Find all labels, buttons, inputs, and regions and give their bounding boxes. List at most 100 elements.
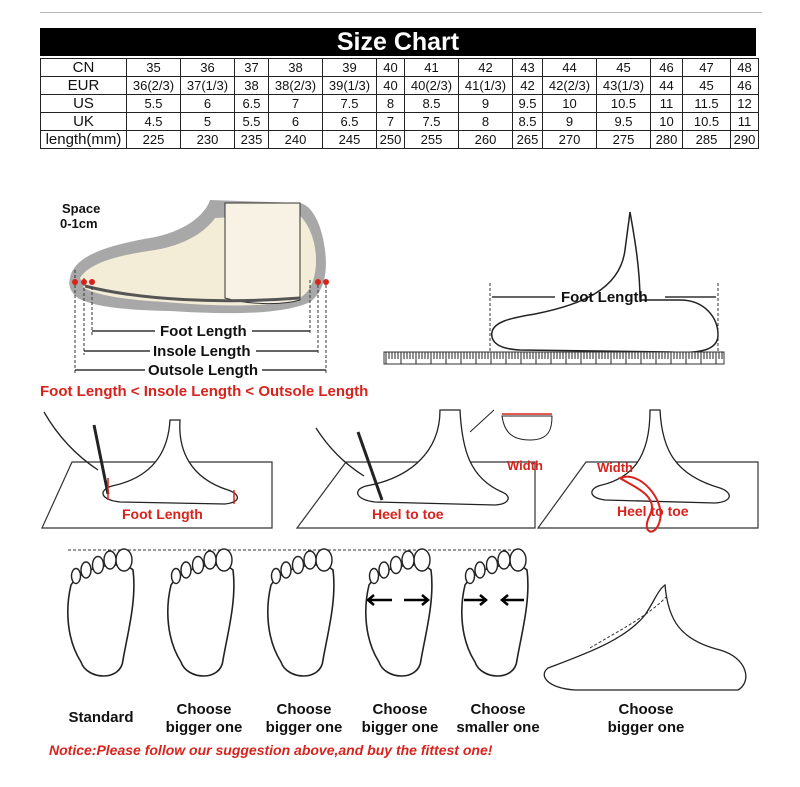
size-cell: 270 <box>542 130 597 149</box>
toe-zoom <box>501 415 553 441</box>
foot-length-label: Foot Length <box>160 323 247 340</box>
size-cell: 7.5 <box>322 94 377 113</box>
top-divider <box>40 12 762 13</box>
size-cell: 4.5 <box>126 112 181 131</box>
size-cell: 230 <box>180 130 235 149</box>
foot-1 <box>102 419 239 505</box>
foot-caption-0: Standard <box>68 709 134 726</box>
pen-2 <box>356 431 384 501</box>
measure-scene-3 <box>536 409 759 533</box>
size-cell: 38 <box>268 58 323 77</box>
toe-4-2 <box>485 555 499 575</box>
toe-0-3 <box>80 561 92 579</box>
foot-3 <box>591 409 730 504</box>
heel-to-toe2-red: Heel to toe <box>617 503 689 519</box>
shoe-diagram <box>69 200 329 375</box>
measure-scene-1 <box>41 411 273 529</box>
size-cell: 240 <box>268 130 323 149</box>
toe-1-1 <box>203 550 217 570</box>
toe-3-0 <box>413 548 431 572</box>
width2-red: Width <box>597 460 633 475</box>
foot-shapes <box>67 548 529 677</box>
heel-dot-2 <box>323 279 329 285</box>
measure-scene-2 <box>295 409 553 529</box>
size-cell: 10.5 <box>682 112 731 131</box>
hand-2 <box>315 427 365 477</box>
size-cell: 8.5 <box>512 112 543 131</box>
size-cell: 43(1/3) <box>596 76 651 95</box>
side-foot-length-label: Foot Length <box>561 289 648 306</box>
pen-1 <box>92 424 110 495</box>
foot-2 <box>357 409 509 506</box>
insole-length-label: Insole Length <box>153 343 251 360</box>
row-label: CN <box>40 58 127 77</box>
instep-line <box>589 594 669 649</box>
size-cell: 9.5 <box>512 94 543 113</box>
heel-to-toe-red: Heel to toe <box>372 506 444 522</box>
size-cell: 40 <box>376 76 405 95</box>
toe-1-3 <box>180 561 192 579</box>
toe-4-3 <box>474 561 486 579</box>
row-label: UK <box>40 112 127 131</box>
space-label: Space <box>62 201 101 216</box>
wide-arrows <box>366 594 430 606</box>
size-cell: 47 <box>682 58 731 77</box>
size-chart-title: Size Chart <box>40 28 756 56</box>
size-cell: 275 <box>596 130 651 149</box>
toe-0-1 <box>103 550 117 570</box>
toe-2-0 <box>315 548 333 572</box>
toe-0-2 <box>91 555 105 575</box>
leg-shape <box>224 202 301 305</box>
heel-dot-1 <box>315 279 321 285</box>
toe-3-3 <box>378 561 390 579</box>
size-cell: 10.5 <box>596 94 651 113</box>
toe-0-4 <box>70 567 82 585</box>
toe-2-3 <box>280 561 292 579</box>
tape-measure <box>617 475 662 533</box>
row-label: length(mm) <box>40 130 127 149</box>
zoom-arrow <box>469 409 495 433</box>
toe-2-2 <box>291 555 305 575</box>
ruler-ticks <box>385 352 723 364</box>
size-cell: 41(1/3) <box>458 76 513 95</box>
toe-3-2 <box>389 555 403 575</box>
foot-length-red: Foot Length <box>122 506 203 522</box>
size-cell: 255 <box>404 130 459 149</box>
toe-1-2 <box>191 555 205 575</box>
side-foot-2 <box>543 583 747 691</box>
size-cell: 280 <box>650 130 683 149</box>
narrow-arrows <box>464 594 524 606</box>
side-foot-bottom <box>543 583 747 691</box>
toe-2-4 <box>270 567 282 585</box>
size-cell: 225 <box>126 130 181 149</box>
side-view-foot <box>383 211 725 365</box>
toe-dot-1 <box>72 279 78 285</box>
toe-dot-2 <box>81 279 87 285</box>
toe-3-4 <box>368 567 380 585</box>
hand-1 <box>43 411 99 471</box>
size-cell: 290 <box>730 130 759 149</box>
toe-4-0 <box>509 548 527 572</box>
comparison-text: Foot Length < Insole Length < Outsole Le… <box>40 383 369 400</box>
size-cell: 250 <box>376 130 405 149</box>
toe-dot-3 <box>89 279 95 285</box>
size-cell: 11 <box>730 112 759 131</box>
toe-4-1 <box>497 550 511 570</box>
toe-1-4 <box>170 567 182 585</box>
size-cell: 265 <box>512 130 543 149</box>
toe-1-0 <box>215 548 233 572</box>
insole-line <box>84 284 301 303</box>
space-value: 0-1cm <box>60 216 98 231</box>
toe-4-4 <box>464 567 476 585</box>
